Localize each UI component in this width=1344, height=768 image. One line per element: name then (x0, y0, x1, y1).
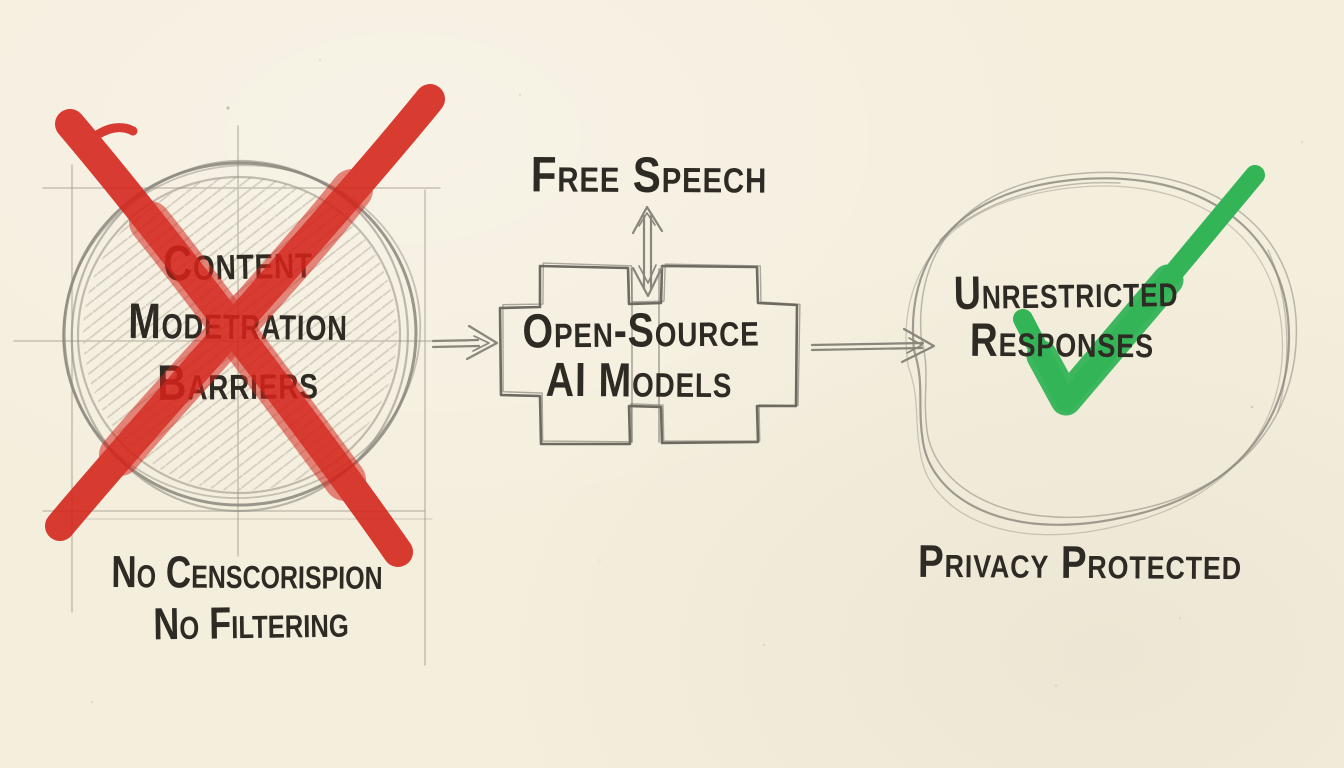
box-label-line-2: AI Models (545, 353, 733, 409)
left-caption-line-2: No Filtering (152, 595, 350, 650)
box-label-line-1: Open-Source (522, 303, 760, 359)
right-caption: Privacy Protected (917, 534, 1243, 590)
circle-label-line-2: Modetration (127, 292, 349, 352)
arrow-up-down-icon (631, 205, 664, 298)
arrow-right-2-icon (810, 327, 936, 364)
blob-label-line-2: Responses (969, 312, 1155, 368)
circle-label-line-1: Content (162, 232, 314, 292)
circle-label-line-3: Barriers (157, 353, 319, 411)
arrow-right-1-icon (431, 324, 499, 361)
free-speech-label: Free Speech (530, 146, 768, 204)
left-caption-line-1: No Censcorispion (111, 546, 383, 599)
